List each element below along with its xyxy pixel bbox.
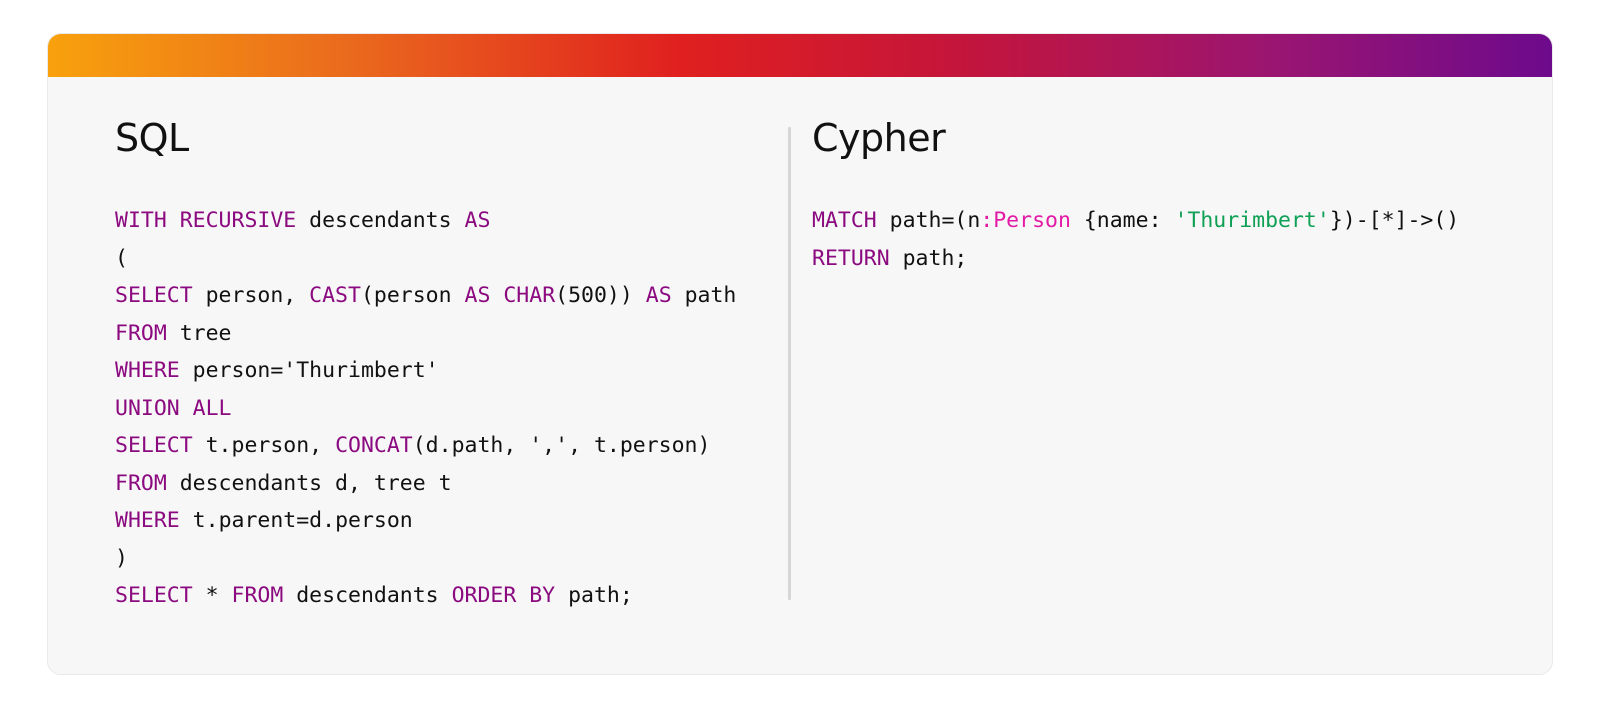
keyword-token: RETURN (812, 245, 890, 271)
sql-code-line: UNION ALL (115, 390, 736, 428)
sql-code-line: ) (115, 540, 736, 578)
text-token: {name: (1070, 208, 1175, 233)
text-token (490, 283, 503, 308)
keyword-token: AS (464, 283, 491, 308)
keyword-token: WHERE (115, 358, 180, 383)
keyword-token: ORDER BY (451, 583, 556, 608)
sql-code-line: FROM tree (115, 315, 736, 353)
text-token: })-[*]->() (1329, 208, 1460, 233)
sql-code-line: WHERE t.parent=d.person (115, 502, 736, 540)
column-divider (788, 127, 791, 600)
keyword-token: MATCH (812, 208, 877, 233)
text-token: t.person, (192, 433, 336, 458)
text-token: descendants d, tree t (166, 470, 452, 496)
text-token: ) (115, 545, 128, 571)
sql-code-line: FROM descendants d, tree t (115, 465, 736, 503)
text-token: * (192, 583, 232, 608)
sql-code-line: WHERE person='Thurimbert' (115, 352, 736, 390)
string-token: 'Thurimbert' (1174, 208, 1330, 233)
sql-code-line: SELECT * FROM descendants ORDER BY path; (115, 577, 736, 615)
text-token: descendants (283, 583, 452, 608)
gradient-header-bar (48, 34, 1552, 77)
text-token: path; (555, 583, 633, 608)
keyword-token: FROM (231, 583, 284, 608)
text-token: (500)) (555, 283, 646, 308)
text-token: path; (889, 245, 968, 271)
keyword-token: WHERE (115, 508, 180, 533)
code-comparison-card: SQL WITH RECURSIVE descendants AS ( SELECT… (47, 33, 1553, 675)
keyword-token: FROM (115, 470, 167, 496)
keyword-token: UNION ALL (115, 395, 232, 421)
label-token: :Person (980, 208, 1071, 233)
keyword-token: SELECT (115, 583, 193, 608)
text-token: person='Thurimbert' (179, 358, 439, 383)
sql-code-line: WITH RECURSIVE descendants AS (115, 202, 736, 240)
text-token: person, (192, 283, 310, 308)
keyword-token: AS (464, 208, 491, 233)
keyword-token: CAST (309, 283, 361, 308)
cypher-code-line: RETURN path; (812, 240, 1459, 278)
text-token: t.parent=d.person (179, 508, 413, 533)
keyword-token: SELECT (115, 283, 193, 308)
sql-code-line: SELECT person, CAST(person AS CHAR(500))… (115, 277, 736, 315)
cypher-code-line: MATCH path=(n:Person {name: 'Thurimbert'… (812, 202, 1459, 240)
text-token: path (671, 283, 737, 308)
sql-title: SQL (115, 116, 189, 160)
keyword-token: WITH RECURSIVE (115, 208, 297, 233)
sql-code-line: ( (115, 240, 736, 278)
text-token: ( (115, 245, 128, 271)
cypher-code-block: MATCH path=(n:Person {name: 'Thurimbert'… (812, 202, 1459, 277)
text-token: descendants (296, 208, 465, 233)
keyword-token: FROM (115, 320, 167, 346)
sql-code-block: WITH RECURSIVE descendants AS ( SELECT per… (115, 202, 736, 615)
text-token: (person (360, 283, 465, 308)
keyword-token: CHAR (503, 283, 556, 308)
keyword-token: CONCAT (335, 433, 413, 458)
text-token: path=(n (876, 208, 981, 233)
cypher-title: Cypher (812, 116, 946, 160)
keyword-token: SELECT (115, 433, 193, 458)
sql-code-line: SELECT t.person, CONCAT(d.path, ',', t.p… (115, 427, 736, 465)
text-token: tree (166, 320, 232, 346)
text-token: (d.path, ',', t.person) (412, 433, 711, 458)
keyword-token: AS (645, 283, 672, 308)
